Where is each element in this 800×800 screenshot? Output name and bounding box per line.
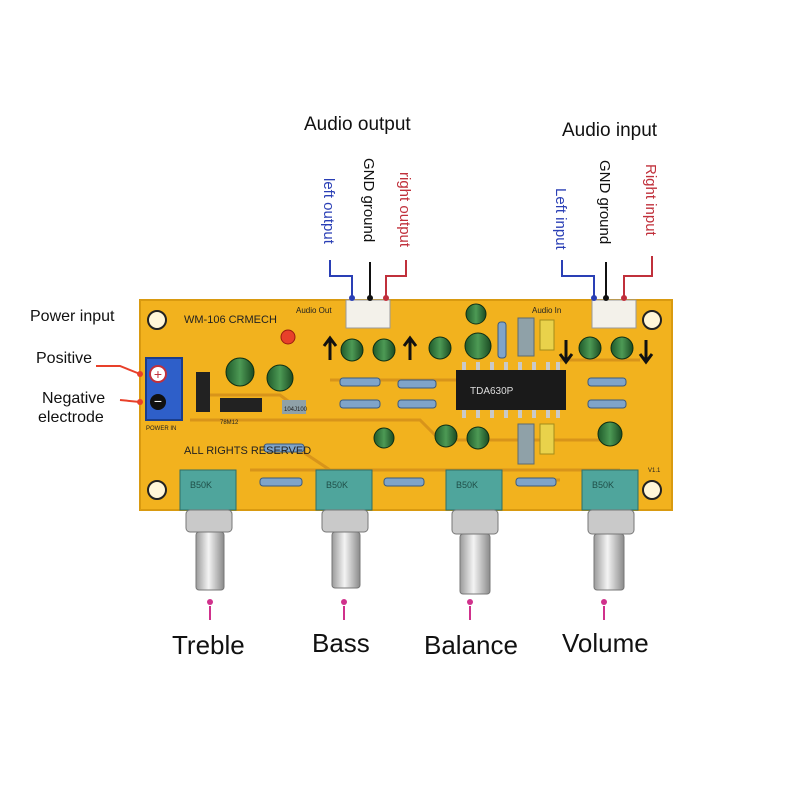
gnd-ground-input-label: GND ground [596,160,613,245]
capacitors [225,303,634,450]
board-audio-out-text: Audio Out [296,306,332,315]
pot-code-4: B50K [592,480,614,490]
board-cap-code-text: 104J100 [284,407,308,413]
negative-label-line2: electrode [38,409,104,426]
volume-label: Volume [562,628,649,658]
board-audio-in-text: Audio In [532,306,561,315]
bass-label: Bass [312,628,370,658]
svg-text:−: − [154,393,162,409]
svg-text:+: + [154,366,162,382]
pot-code-2: B50K [326,480,348,490]
balance-label: Balance [424,630,518,660]
power-input-label: Power input [30,308,115,325]
treble-label: Treble [172,630,245,660]
board-regulator-text: 78M12 [220,420,239,426]
pot-code-1: B50K [190,480,212,490]
negative-label-line1: Negative [42,390,106,407]
potentiometers [179,469,639,620]
left-output-label: left output [320,178,337,244]
power-led [280,329,296,345]
positive-label: Positive [36,350,93,367]
ic-chip [456,370,566,410]
audio-output-label: Audio output [304,114,411,135]
board-chip-text: TDA630P [470,386,514,397]
audio-in-connector [591,299,637,329]
board-version-text: V1.1 [648,468,661,474]
audio-out-connector [345,299,391,329]
left-input-label: Left input [552,188,569,250]
board-power-in-text: POWER IN [146,426,176,432]
pot-code-3: B50K [456,480,478,490]
board-rights-text: ALL RIGHTS RESERVED [184,445,311,457]
resistors [259,321,627,487]
mounting-holes [147,310,662,500]
right-output-label: right output [396,172,413,248]
board-model-text: WM-106 CRMECH [184,314,277,326]
audio-input-label: Audio input [562,120,658,141]
gnd-ground-output-label: GND ground [360,158,377,243]
right-input-label: Right input [642,164,659,236]
